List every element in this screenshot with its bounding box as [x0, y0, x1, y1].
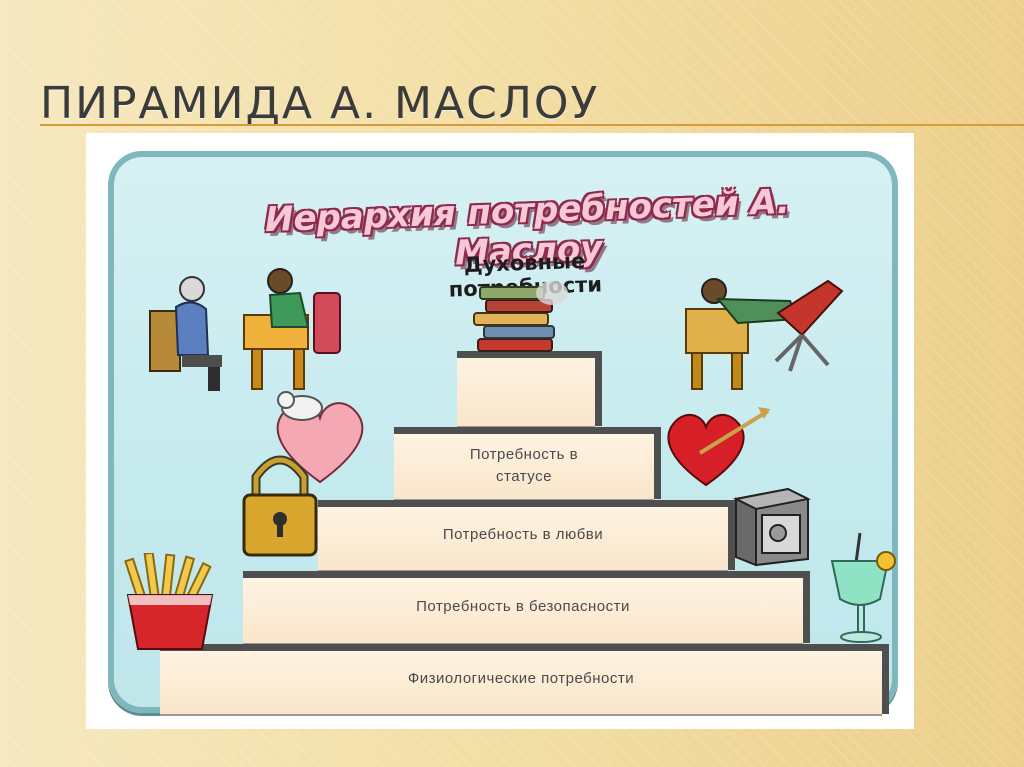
- slide-title: ПИРАМИДА А. МАСЛОУ: [40, 78, 600, 129]
- step-status-line-2: статусе: [496, 468, 552, 485]
- step-love-label: Потребность в любви: [442, 526, 604, 544]
- pyramid-step-safety: Потребность в безопасности: [243, 571, 803, 643]
- heart-with-cat-icon: [276, 391, 364, 484]
- cocktail-icon: [830, 532, 896, 643]
- step-status-line-1: Потребность в: [469, 446, 579, 464]
- fries-icon: [124, 553, 214, 650]
- heart-with-arrow-icon: [667, 407, 770, 487]
- books-icon: [473, 281, 568, 352]
- pyramid-step-top: [457, 351, 595, 426]
- safe-icon: [732, 487, 812, 567]
- title-underline: [40, 124, 1024, 126]
- step-safety-label: Потребность в безопасности: [416, 598, 630, 616]
- pyramid-step-status: Потребность в статусе: [394, 427, 654, 499]
- figure-panel: Иерархия потребностей А. Маслоу Духовные…: [108, 151, 898, 714]
- maslow-figure: Иерархия потребностей А. Маслоу Духовные…: [86, 133, 914, 729]
- pyramid-step-physiological: Физиологические потребности: [160, 644, 882, 714]
- pyramid-step-love: Потребность в любви: [318, 500, 728, 570]
- reclining-person-icon: [685, 278, 844, 390]
- padlock-icon: [242, 455, 318, 557]
- step-physiological-label: Физиологические потребности: [407, 670, 635, 688]
- person-at-desk-icon: [149, 268, 341, 391]
